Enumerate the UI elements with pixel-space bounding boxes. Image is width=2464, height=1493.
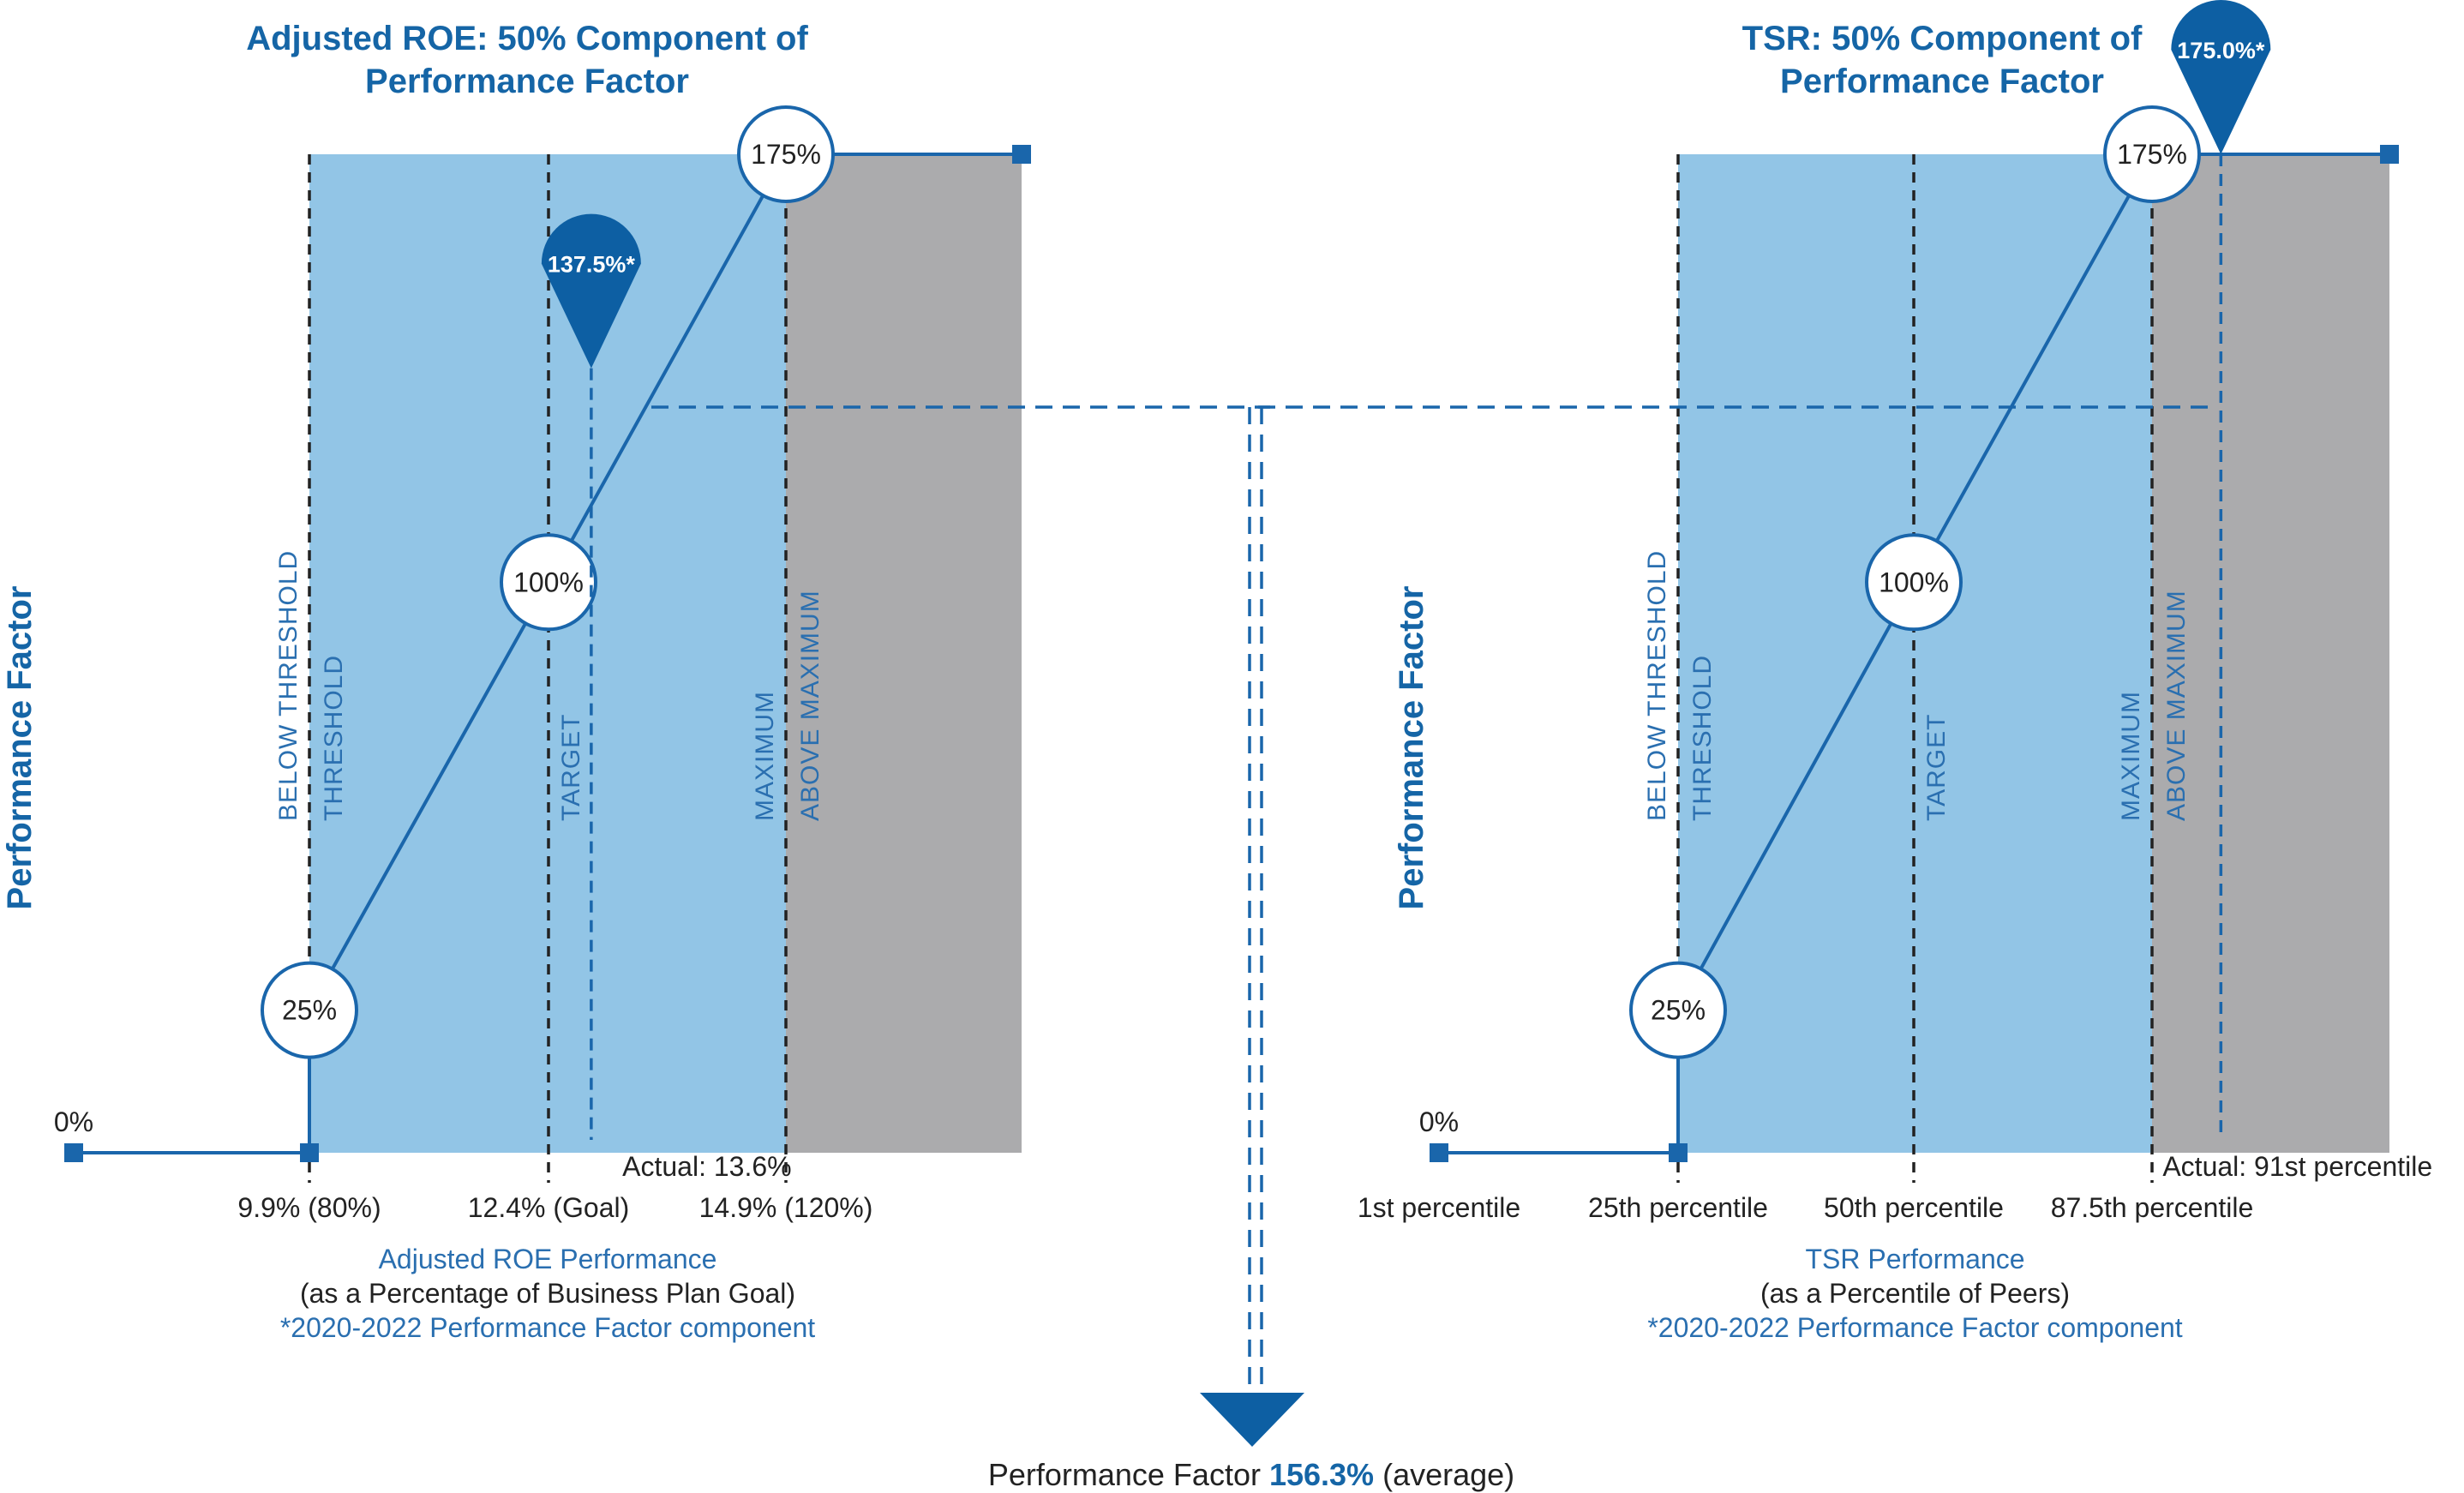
average-arrow xyxy=(1200,1393,1304,1447)
x-tick-label: 25th percentile xyxy=(1588,1192,1768,1223)
zero-label: 0% xyxy=(54,1106,93,1137)
zone-label-target: TARGET xyxy=(1922,714,1951,821)
start-marker xyxy=(1430,1143,1448,1162)
zone-label-maximum: MAXIMUM xyxy=(751,691,779,821)
end-marker xyxy=(2380,145,2399,164)
end-marker xyxy=(1012,145,1031,164)
zone-label-threshold: THRESHOLD xyxy=(1688,655,1717,821)
x-axis-sublabel: (as a Percentile of Peers) xyxy=(1760,1278,2070,1309)
result-pin-label: 175.0%* xyxy=(2177,38,2265,63)
x-tick-label: 50th percentile xyxy=(1824,1192,2004,1223)
chart-title-line2: Performance Factor xyxy=(1780,63,2104,100)
y-axis-label: Performance Factor xyxy=(1393,586,1430,910)
result-pin-label: 137.5%* xyxy=(548,252,636,278)
actual-label: Actual: 91st percentile xyxy=(2162,1151,2432,1182)
above-maximum-region xyxy=(2152,154,2389,1153)
zone-label-target: TARGET xyxy=(557,714,585,821)
chart-title-line2: Performance Factor xyxy=(365,63,689,100)
value-marker xyxy=(1865,533,1963,632)
zone-label-below-threshold: BELOW THRESHOLD xyxy=(274,550,303,821)
zone-label-above-maximum: ABOVE MAXIMUM xyxy=(2162,590,2191,821)
chart-title: Adjusted ROE: 50% Component of xyxy=(246,20,808,57)
threshold-marker xyxy=(300,1143,319,1162)
value-marker xyxy=(500,533,597,632)
value-marker-label: 175% xyxy=(2117,139,2187,170)
result-pin xyxy=(541,213,641,369)
x-tick-label: 14.9% (120%) xyxy=(699,1192,873,1223)
x-axis-label: TSR Performance xyxy=(1805,1244,2024,1274)
zero-label: 0% xyxy=(1419,1106,1459,1137)
value-marker xyxy=(261,961,358,1059)
zone-label-above-maximum: ABOVE MAXIMUM xyxy=(796,590,824,821)
x-tick-label: 1st percentile xyxy=(1358,1192,1520,1223)
summary-group: Performance Factor 156.3% (average) xyxy=(988,1457,1514,1492)
value-marker xyxy=(737,105,835,203)
value-marker xyxy=(1629,961,1727,1059)
zone-label-below-threshold: BELOW THRESHOLD xyxy=(1643,550,1671,821)
x-axis-label: Adjusted ROE Performance xyxy=(379,1244,717,1274)
value-marker-label: 100% xyxy=(513,567,584,597)
value-marker-label: 100% xyxy=(1879,567,1949,597)
x-tick-label: 9.9% (80%) xyxy=(237,1192,381,1223)
value-marker-label: 25% xyxy=(1651,995,1706,1026)
start-marker xyxy=(64,1143,83,1162)
value-marker-label: 25% xyxy=(282,995,337,1026)
zone-label-threshold: THRESHOLD xyxy=(320,655,348,821)
actual-label: Actual: 13.6% xyxy=(622,1151,791,1182)
x-axis-sublabel: (as a Percentage of Business Plan Goal) xyxy=(300,1278,795,1309)
performance-factor-summary: Performance Factor 156.3% (average) xyxy=(988,1457,1514,1492)
footnote: *2020-2022 Performance Factor component xyxy=(1647,1312,2182,1343)
threshold-marker xyxy=(1669,1143,1688,1162)
chart-title: TSR: 50% Component of xyxy=(1742,20,2143,57)
summary-suffix: (average) xyxy=(1374,1457,1514,1492)
summary-value: 156.3% xyxy=(1269,1457,1374,1492)
average-connector xyxy=(651,405,2218,1447)
summary-prefix: Performance Factor xyxy=(988,1457,1269,1492)
above-maximum-region xyxy=(786,154,1022,1153)
result-pin xyxy=(2171,0,2271,154)
zone-label-maximum: MAXIMUM xyxy=(2117,691,2145,821)
x-tick-label: 87.5th percentile xyxy=(2051,1192,2254,1223)
y-axis-label: Performance Factor xyxy=(1,586,39,910)
x-tick-label: 12.4% (Goal) xyxy=(468,1192,630,1223)
value-marker xyxy=(2103,105,2201,203)
footnote: *2020-2022 Performance Factor component xyxy=(280,1312,815,1343)
adjusted-roe-chart: Adjusted ROE: 50% Component of Performanc… xyxy=(1,20,1031,1343)
value-marker-label: 175% xyxy=(751,139,821,170)
